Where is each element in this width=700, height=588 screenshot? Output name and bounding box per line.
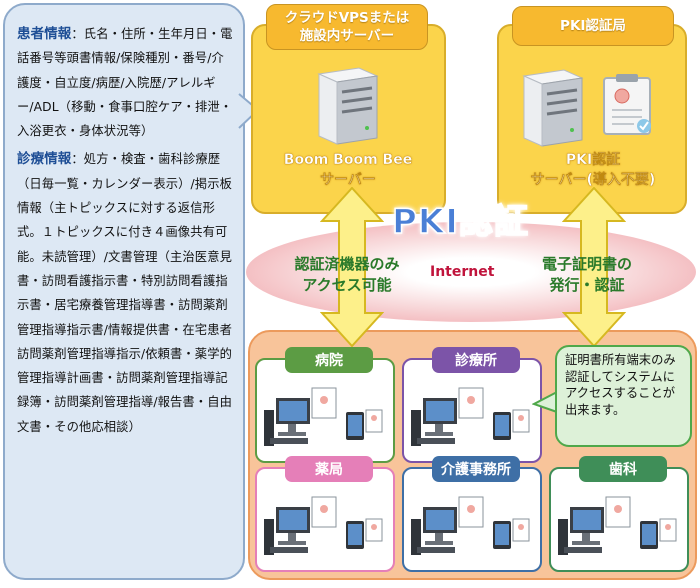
facility-dental-label: 歯科: [579, 456, 667, 482]
access-callout: 証明書所有端末のみ認証してシステムにアクセスすることが出来ます。: [555, 345, 692, 447]
cloud-server-title-line1: クラウドVPSまたは: [284, 10, 410, 26]
clinical-info: 診療情報：処方・検査・歯科診療歴（日毎一覧・カレンダー表示）/掲示板情報（主トピ…: [17, 147, 233, 439]
cloud-server-title: クラウドVPSまたは施設内サーバー: [266, 4, 428, 50]
certificate-icon: [603, 74, 651, 135]
certificate-note: 電子証明書の 発行・認証: [522, 254, 652, 296]
internet-label: Internet: [430, 264, 495, 280]
facility-clinic-label: 診療所: [432, 347, 520, 373]
cloud-server-title-line2: 施設内サーバー: [299, 28, 395, 44]
server-icon: [317, 67, 379, 145]
pki-server-icon: [522, 69, 584, 147]
pki-server-title: PKI認証局: [512, 6, 674, 46]
facility-pharmacy-label: 薬局: [285, 456, 373, 482]
cloud-double-arrow: [320, 187, 384, 347]
workstation-icon-pharmacy: [264, 496, 383, 555]
cloud-server-caption-line2: サーバー: [320, 172, 376, 188]
pki-server-caption-line2: サーバー(導入不要): [530, 172, 656, 188]
workstation-icon-hospital: [264, 387, 383, 446]
internet-band: [246, 222, 696, 322]
patient-info-text: ：氏名・住所・生年月日・電話番号等頭書情報/保険種別・番号/介護度・自立度/病歴…: [17, 27, 233, 139]
pki-server-caption: PKI認証 サーバー(導入不要): [507, 150, 679, 190]
certificate-note-line2: 発行・認証: [549, 276, 625, 294]
cloud-server-caption-line1: Boom Boom Bee: [283, 152, 413, 168]
patient-info-heading: 患者情報: [17, 26, 72, 42]
access-note-line1: 認証済機器のみ: [294, 255, 400, 273]
workstation-icon-clinic: [411, 387, 530, 446]
access-note-line2: アクセス可能: [302, 276, 392, 294]
certificate-note-line1: 電子証明書の: [541, 255, 632, 273]
clinical-info-heading: 診療情報: [17, 151, 72, 168]
patient-info: 患者情報：氏名・住所・生年月日・電話番号等頭書情報/保険種別・番号/介護度・自立…: [17, 22, 233, 143]
callout-pointer: [532, 391, 558, 413]
workstation-icon-care-office: [411, 496, 530, 555]
cloud-server-caption: Boom Boom Bee サーバー: [262, 150, 434, 190]
access-note: 認証済機器のみ アクセス可能: [282, 254, 412, 296]
info-panel: 患者情報：氏名・住所・生年月日・電話番号等頭書情報/保険種別・番号/介護度・自立…: [3, 3, 245, 580]
facility-hospital-label: 病院: [285, 347, 373, 373]
facility-care-office-label: 介護事務所: [432, 456, 520, 482]
pki-server-caption-line1: PKI認証: [565, 152, 621, 168]
workstation-icon-dental: [558, 496, 677, 555]
clinical-info-text: ：処方・検査・歯科診療歴（日毎一覧・カレンダー表示）/掲示板情報（主トピックスに…: [17, 152, 232, 434]
pki-auth-title: PKI認証: [391, 201, 529, 243]
